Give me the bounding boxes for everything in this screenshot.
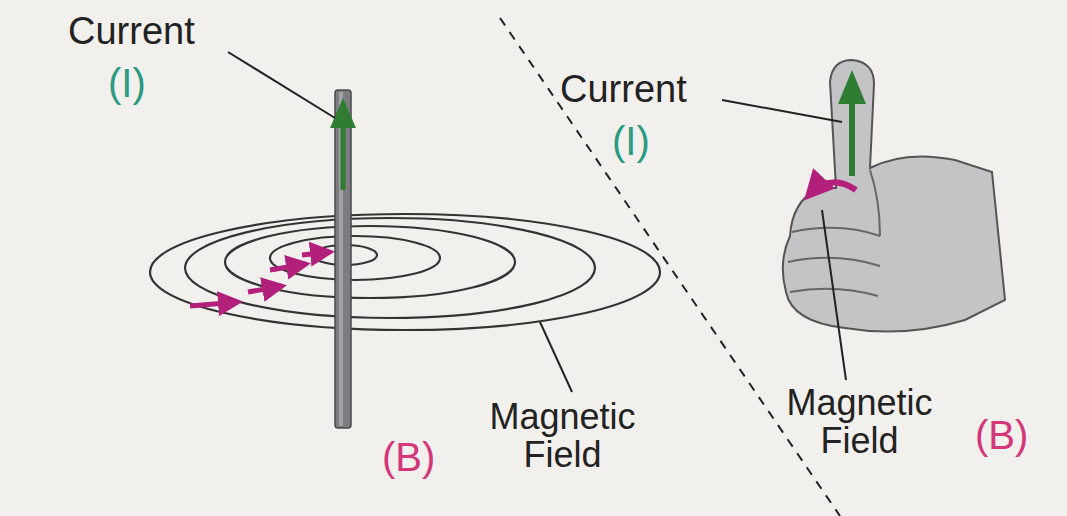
leader-line: [722, 100, 842, 122]
leader-line: [540, 322, 572, 392]
field-label: Magnetic Field: [752, 384, 967, 460]
field-lines: [150, 214, 660, 330]
current-label: Current: [560, 70, 730, 110]
field-ring: [185, 218, 595, 318]
current-label: Current: [68, 12, 238, 52]
field-ring: [225, 226, 515, 298]
finger-lines: [788, 170, 880, 296]
field-arrow: [302, 252, 330, 255]
field-ring: [270, 236, 440, 280]
field-symbol: (B): [975, 414, 1055, 456]
finger-line: [788, 258, 880, 266]
current-symbol: (I): [612, 120, 702, 162]
wire: [335, 90, 351, 428]
field-arrow: [248, 286, 282, 292]
field-curl-arrow: [808, 182, 856, 196]
leader-line: [822, 210, 846, 380]
current-arrow: [849, 100, 855, 176]
field-arrow: [190, 302, 238, 306]
current-symbol: (I): [108, 62, 198, 104]
leader-line: [228, 52, 335, 118]
hand: [783, 60, 1005, 332]
field-arrows: [190, 252, 330, 306]
finger-line: [792, 228, 880, 236]
field-arrow: [270, 264, 306, 270]
wire-highlight: [339, 92, 343, 426]
field-symbol: (B): [382, 436, 462, 478]
current-arrowhead: [330, 98, 356, 128]
current-arrowhead: [838, 70, 866, 104]
field-ring: [150, 214, 660, 330]
field-label: Magnetic Field: [455, 398, 670, 474]
finger-line: [870, 170, 880, 236]
current-arrow: [341, 120, 346, 190]
